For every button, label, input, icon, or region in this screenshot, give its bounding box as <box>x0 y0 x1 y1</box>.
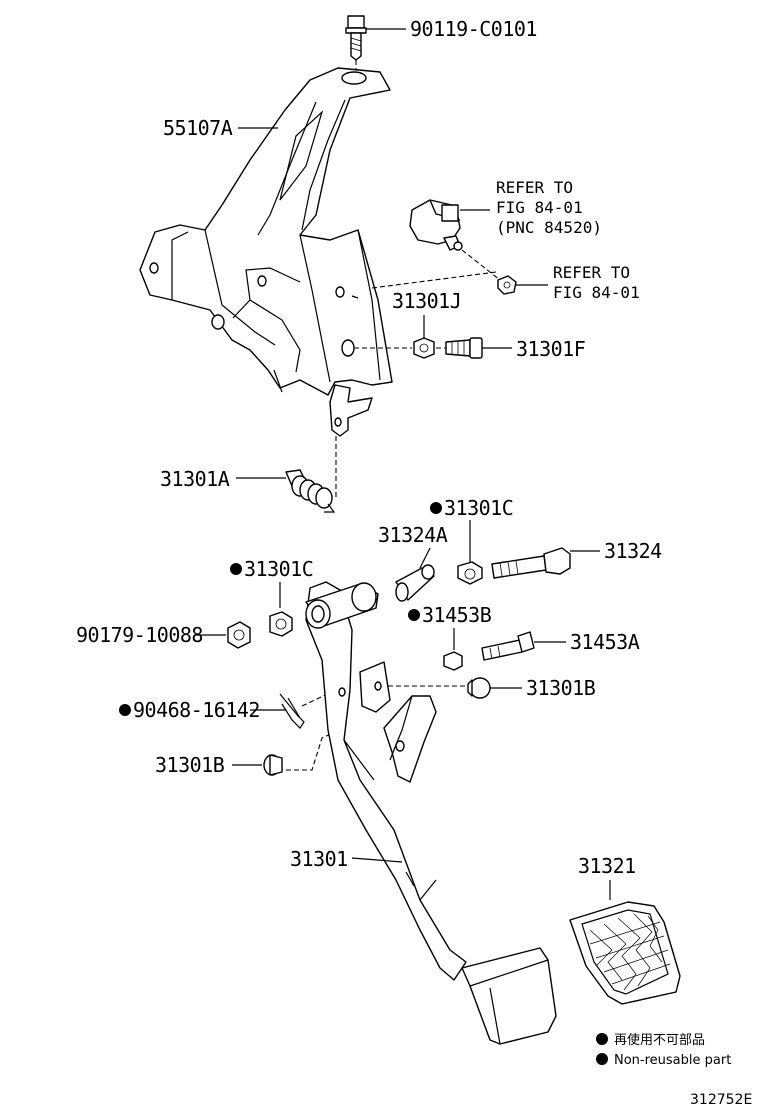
label-31301j: 31301J <box>392 289 461 313</box>
stop-lamp-switch <box>409 199 463 251</box>
bracket-55107a <box>139 67 393 437</box>
diagram-code: 312752E <box>690 1092 752 1108</box>
legend-jp: 再使用不可部品 <box>614 1032 705 1048</box>
label-90179: 90179-10088 <box>76 623 203 647</box>
legend-dot-en <box>596 1053 608 1065</box>
legend-en: Non-reusable part <box>614 1053 731 1068</box>
bushing-31453b <box>443 651 463 671</box>
pedal-pad-31321 <box>569 901 681 1005</box>
ref-nut: REFER TO FIG 84-01 <box>553 263 640 302</box>
pedal-arm-31301 <box>305 581 557 1045</box>
ref-nut-line-1: REFER TO <box>553 263 630 282</box>
label-31301b-right: 31301B <box>526 676 596 700</box>
label-31301c-left: 31301C <box>244 557 313 581</box>
label-31321: 31321 <box>578 854 636 878</box>
label-31453b: 31453B <box>422 603 492 627</box>
bolt-31301f <box>445 337 483 359</box>
label-31453a: 31453A <box>570 630 640 654</box>
pin-31453a <box>481 631 535 661</box>
bolt-90119 <box>345 15 367 61</box>
nut-31301j <box>413 337 435 359</box>
label-55107a: 55107A <box>163 116 233 140</box>
ref-switch: REFER TO FIG 84-01 (PNC 84520) <box>496 178 602 237</box>
cushion-31301b-left <box>263 754 283 776</box>
label-90468: 90468-16142 <box>133 698 260 722</box>
label-90119: 90119-C0101 <box>410 17 537 41</box>
spring-31301a <box>285 469 336 513</box>
nut-90179 <box>227 621 251 649</box>
clip-90468 <box>279 693 305 729</box>
label-31301b-left: 31301B <box>155 753 225 777</box>
nonreusable-dot-31301c-left <box>230 563 242 575</box>
label-31301c-top: 31301C <box>444 496 513 520</box>
legend-dot-jp <box>596 1033 608 1045</box>
ref-switch-line-2: FIG 84-01 <box>496 198 583 217</box>
bushing-31301c-top <box>457 561 483 585</box>
nonreusable-dot-31453b <box>408 609 420 621</box>
label-31324: 31324 <box>604 539 662 563</box>
nonreusable-dot-31301c-top <box>430 502 442 514</box>
ref-nut-line-2: FIG 84-01 <box>553 283 640 302</box>
bushing-31324a <box>395 564 435 602</box>
bolt-31324 <box>491 547 571 579</box>
nonreusable-dot-90468 <box>119 704 131 716</box>
ref-switch-line-1: REFER TO <box>496 178 573 197</box>
label-31324a: 31324A <box>378 523 448 547</box>
switch-nut <box>497 275 517 295</box>
label-31301: 31301 <box>290 847 348 871</box>
ref-switch-line-3: (PNC 84520) <box>496 218 602 237</box>
label-31301a: 31301A <box>160 467 230 491</box>
label-31301f: 31301F <box>516 337 585 361</box>
bushing-31301c-left <box>269 611 293 637</box>
cushion-31301b-right <box>467 677 491 699</box>
